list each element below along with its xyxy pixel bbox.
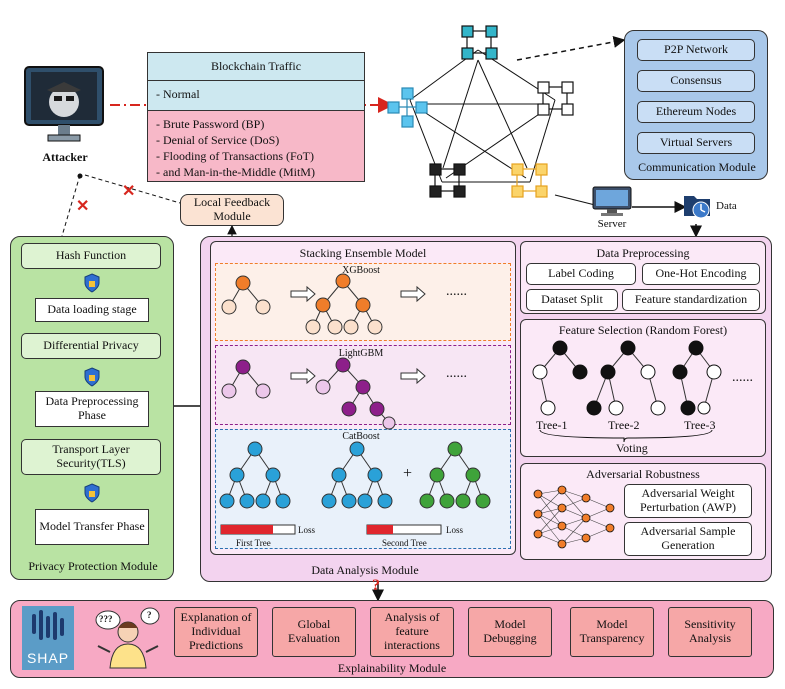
explainability-item: Sensitivity Analysis (668, 607, 752, 657)
confused-person-icon (95, 607, 160, 669)
blockchain-network-icon (387, 25, 574, 198)
shap-label: SHAP (26, 650, 70, 666)
attacker-label: Attacker (42, 150, 88, 164)
data-analysis-title: Data Analysis Module (311, 563, 419, 577)
explainability-item: Explanation of Individual Predictions (174, 607, 258, 657)
data-folder-icon (684, 196, 710, 219)
data-label: Data (716, 200, 737, 212)
attacker-node: Attacker (20, 62, 110, 164)
stacking-title: Stacking Ensemble Model (299, 246, 427, 260)
attack-item: - Brute Password (BP) (156, 117, 265, 131)
random-forest-graphic (532, 340, 722, 443)
attack-item: - Flooding of Transactions (FoT) (156, 149, 315, 163)
preprocessing-item: One-Hot Encoding (642, 263, 760, 285)
traffic-normal: - Normal (148, 81, 364, 111)
shap-logo: SHAP (22, 606, 74, 670)
explainability-item: Analysis of feature interactions (370, 607, 454, 657)
privacy-title: Privacy Protection Module (28, 559, 158, 573)
traffic-attacks: - Brute Password (BP) - Denial of Servic… (148, 111, 364, 181)
blocked-x-mark: ✕ (76, 198, 90, 215)
explainability-item: Model Debugging (468, 607, 552, 657)
attack-item: - Denial of Service (DoS) (156, 133, 280, 147)
xgboost-dots: ...... (446, 284, 467, 299)
communication-title: Communication Module (638, 160, 756, 174)
first-tree-label: First Tree (236, 538, 271, 548)
communication-module: P2P Network Consensus Ethereum Nodes Vir… (624, 30, 768, 180)
first-tree-loss: Loss (298, 525, 316, 535)
privacy-step: Transport Layer Security(TLS) (21, 439, 161, 475)
explainability-item: Global Evaluation (272, 607, 356, 657)
preprocessing-item: Feature standardization (622, 289, 760, 311)
blockchain-traffic-panel: Blockchain Traffic - Normal - Brute Pass… (147, 52, 365, 182)
privacy-step: Data Preprocessing Phase (35, 391, 149, 427)
explainability-item: Model Transparency (570, 607, 654, 657)
voting-label: Voting (616, 441, 648, 455)
question-mark: ? (372, 577, 380, 594)
catboost-label: CatBoost (342, 431, 380, 442)
adversarial-item: Adversarial Sample Generation (624, 522, 752, 556)
neural-network-icon (533, 485, 615, 549)
preprocessing-item: Label Coding (526, 263, 636, 285)
blocked-x-mark: ✕ (122, 183, 136, 200)
tree-label: Tree-3 (684, 418, 716, 432)
server-icon (592, 186, 632, 216)
feature-selection-title: Feature Selection (Random Forest) (558, 323, 728, 337)
communication-item: Virtual Servers (637, 132, 755, 154)
privacy-step: Model Transfer Phase (35, 509, 149, 545)
communication-item: Consensus (637, 70, 755, 92)
privacy-step: Hash Function (21, 243, 161, 269)
shield-lock-icon (84, 273, 100, 293)
attacker-feedback-line (84, 174, 181, 204)
server-label: Server (597, 218, 627, 230)
shield-lock-icon (84, 367, 100, 387)
tree-label: Tree-2 (608, 418, 640, 432)
boosting-trees-graphic (219, 273, 491, 535)
question-bubble: ? (147, 610, 152, 620)
question-bubble: ??? (99, 614, 113, 624)
attack-item: - and Man-in-the-Middle (MitM) (156, 165, 315, 179)
shield-lock-icon (84, 483, 100, 503)
attacker-monitor-icon (24, 66, 104, 142)
data-node: Data (682, 190, 742, 226)
privacy-protection-module: Hash Function Data loading stage Differe… (10, 236, 174, 580)
lightgbm-label: LightGBM (338, 348, 384, 359)
preprocessing-title: Data Preprocessing (596, 246, 690, 260)
tree-label: Tree-1 (536, 418, 568, 432)
second-tree-loss: Loss (446, 525, 464, 535)
attacker-privacy-line (61, 174, 81, 237)
feature-dots: ...... (732, 370, 753, 385)
traffic-title: Blockchain Traffic (148, 53, 364, 81)
network-to-communication-line (516, 36, 626, 61)
communication-item: Ethereum Nodes (637, 101, 755, 123)
node-to-server-line (554, 194, 596, 206)
shap-bars-icon (32, 610, 64, 640)
server-node: Server (592, 186, 634, 232)
second-tree-label: Second Tree (382, 538, 427, 548)
local-feedback-module: Local Feedback Module (180, 194, 284, 226)
privacy-step: Data loading stage (35, 298, 149, 322)
communication-item: P2P Network (637, 39, 755, 61)
adversarial-title: Adversarial Robustness (586, 467, 700, 481)
xgboost-label: XGBoost (342, 265, 380, 276)
catboost-plus: + (403, 465, 413, 482)
privacy-step: Differential Privacy (21, 333, 161, 359)
preprocessing-item: Dataset Split (526, 289, 618, 311)
explainability-title: Explainability Module (337, 661, 447, 675)
adversarial-item: Adversarial Weight Perturbation (AWP) (624, 484, 752, 518)
lightgbm-dots: ...... (446, 366, 467, 381)
